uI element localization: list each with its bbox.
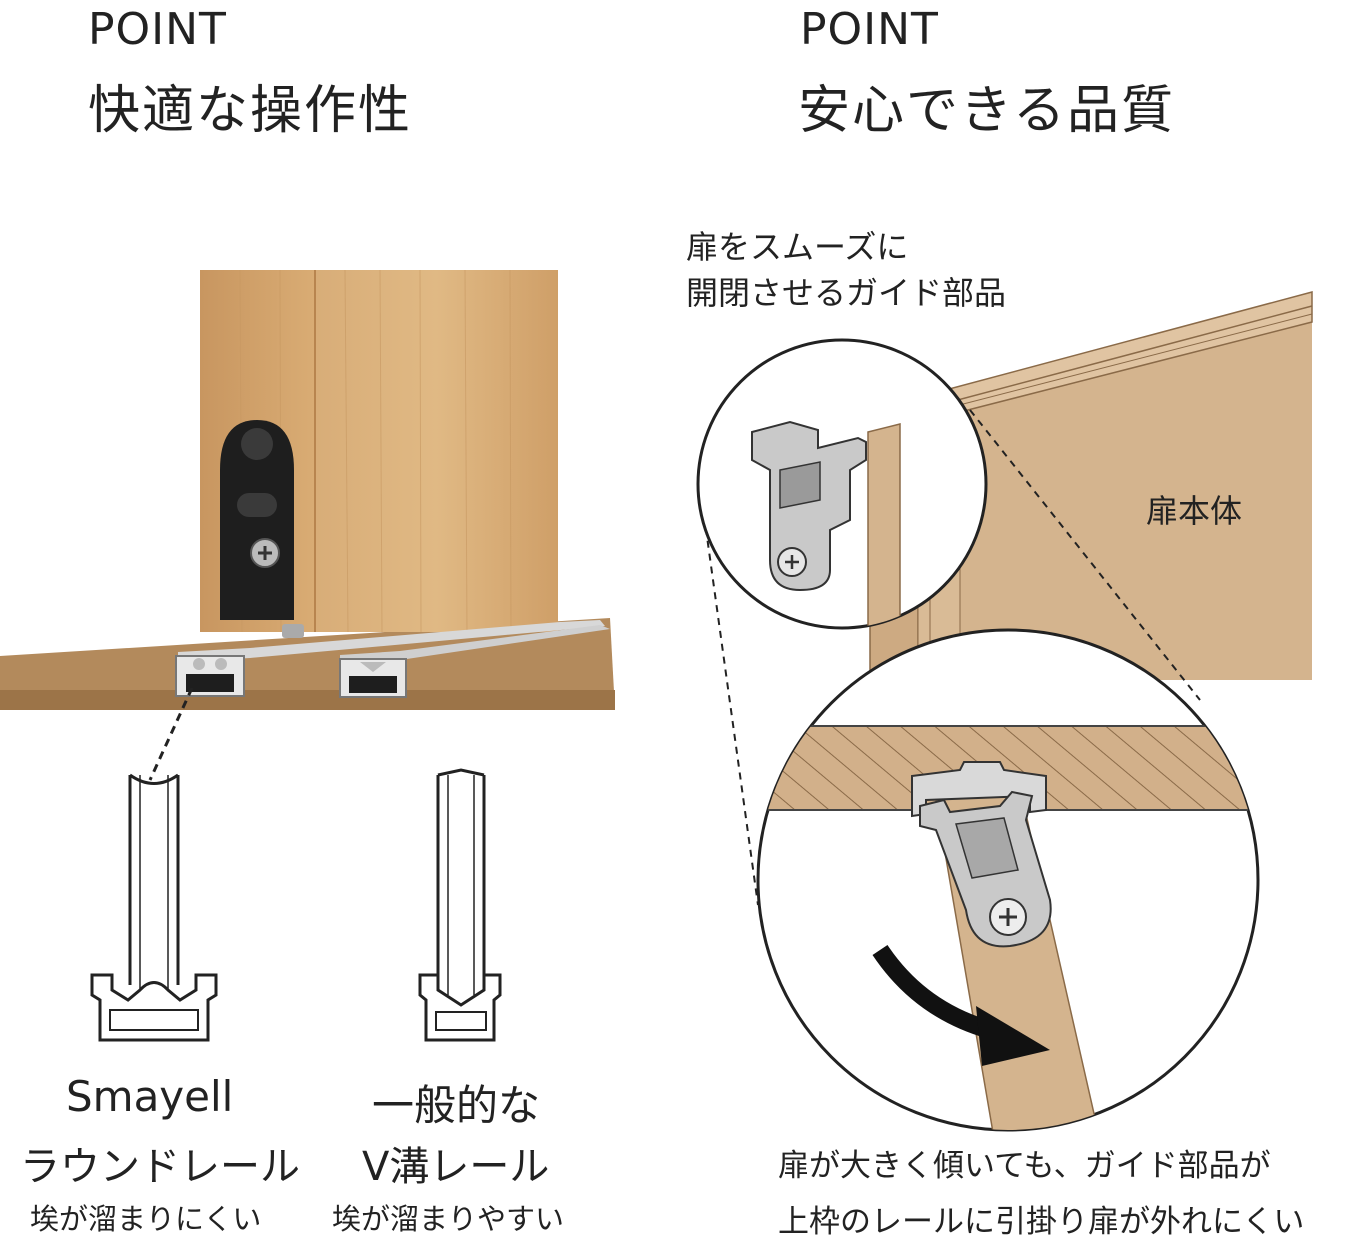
round-rail-note: 埃が溜まりにくい xyxy=(30,1202,262,1236)
tilt-caption-line-2: 上枠のレールに引掛り扉が外れにくい xyxy=(778,1204,1305,1240)
bracket-hole-top xyxy=(241,428,273,460)
v-rail-note: 埃が溜まりやすい xyxy=(332,1202,565,1236)
round-rail-name: Smayell xyxy=(66,1072,234,1121)
tilt-caption-line-1: 扉が大きく傾いても、ガイド部品が xyxy=(778,1148,1271,1184)
v-rail-name: 一般的な xyxy=(372,1081,541,1130)
door-guide-bracket xyxy=(220,420,294,620)
door-body-face xyxy=(960,322,1312,680)
door-front xyxy=(315,270,558,632)
bracket-slot xyxy=(237,493,277,517)
v-rail-type: V溝レール xyxy=(362,1144,550,1190)
guide-callout-line-2: 開閉させるガイド部品 xyxy=(686,274,1007,312)
round-rail-type: ラウンドレール xyxy=(20,1144,300,1190)
rail-right-top xyxy=(340,625,610,664)
guide-part-detail xyxy=(696,338,988,630)
rail-section-v xyxy=(339,658,407,698)
round-rail-drawing xyxy=(90,773,218,1042)
tilt-arrow-icon xyxy=(872,944,993,1039)
leader-line-round-rail xyxy=(148,687,194,781)
leader-lines-right xyxy=(703,409,1201,906)
right-headline: 安心できる品質 xyxy=(798,81,1175,141)
left-headline: 快適な操作性 xyxy=(88,81,413,141)
door-body-label: 扉本体 xyxy=(1146,492,1243,530)
left-point-label: POINT xyxy=(88,4,227,55)
rail-section-round xyxy=(175,655,245,697)
floor-edge xyxy=(0,690,615,710)
tilted-door-detail xyxy=(756,628,1260,1132)
guide-callout-line-1: 扉をスムーズに xyxy=(686,228,909,266)
floor-surface xyxy=(0,618,615,710)
right-point-label: POINT xyxy=(800,4,939,55)
v-rail-drawing xyxy=(418,768,502,1042)
sliding-door-photo xyxy=(0,269,615,781)
rail-left-top xyxy=(178,620,605,662)
door-roller xyxy=(282,624,304,638)
